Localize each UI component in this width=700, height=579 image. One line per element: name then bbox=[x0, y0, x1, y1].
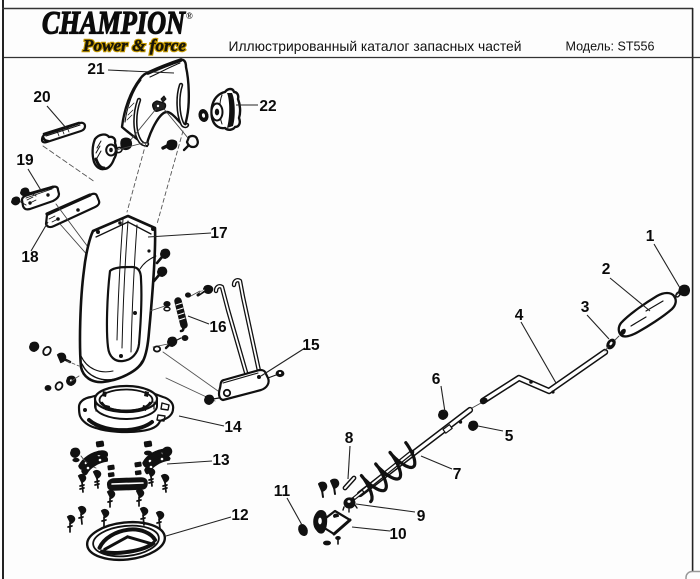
svg-text:9: 9 bbox=[417, 508, 426, 525]
svg-text:20: 20 bbox=[33, 89, 50, 106]
svg-text:Power & force: Power & force bbox=[82, 36, 186, 55]
svg-text:5: 5 bbox=[505, 428, 514, 445]
svg-text:Power & force: Power & force bbox=[82, 36, 186, 55]
svg-text:1: 1 bbox=[646, 228, 655, 245]
svg-text:14: 14 bbox=[224, 419, 242, 436]
svg-text:CHAMPION: CHAMPION bbox=[42, 6, 186, 42]
svg-text:Модель: ST556: Модель: ST556 bbox=[566, 39, 655, 54]
svg-text:11: 11 bbox=[274, 483, 291, 500]
svg-text:8: 8 bbox=[345, 430, 354, 447]
svg-text:7: 7 bbox=[453, 466, 462, 483]
svg-text:13: 13 bbox=[212, 452, 230, 469]
svg-text:17: 17 bbox=[210, 225, 227, 242]
svg-text:4: 4 bbox=[515, 307, 524, 324]
svg-text:®: ® bbox=[186, 11, 193, 21]
svg-text:Иллюстрированный каталог запас: Иллюстрированный каталог запасных частей bbox=[229, 38, 522, 54]
svg-text:18: 18 bbox=[21, 249, 39, 266]
svg-text:22: 22 bbox=[259, 98, 276, 115]
svg-text:12: 12 bbox=[231, 507, 248, 524]
svg-text:19: 19 bbox=[16, 152, 34, 169]
svg-text:6: 6 bbox=[432, 371, 441, 388]
svg-text:2: 2 bbox=[602, 261, 611, 278]
svg-text:10: 10 bbox=[389, 526, 406, 543]
svg-text:3: 3 bbox=[581, 299, 590, 316]
svg-text:21: 21 bbox=[87, 61, 105, 78]
svg-text:15: 15 bbox=[302, 337, 320, 354]
svg-text:16: 16 bbox=[209, 319, 227, 336]
